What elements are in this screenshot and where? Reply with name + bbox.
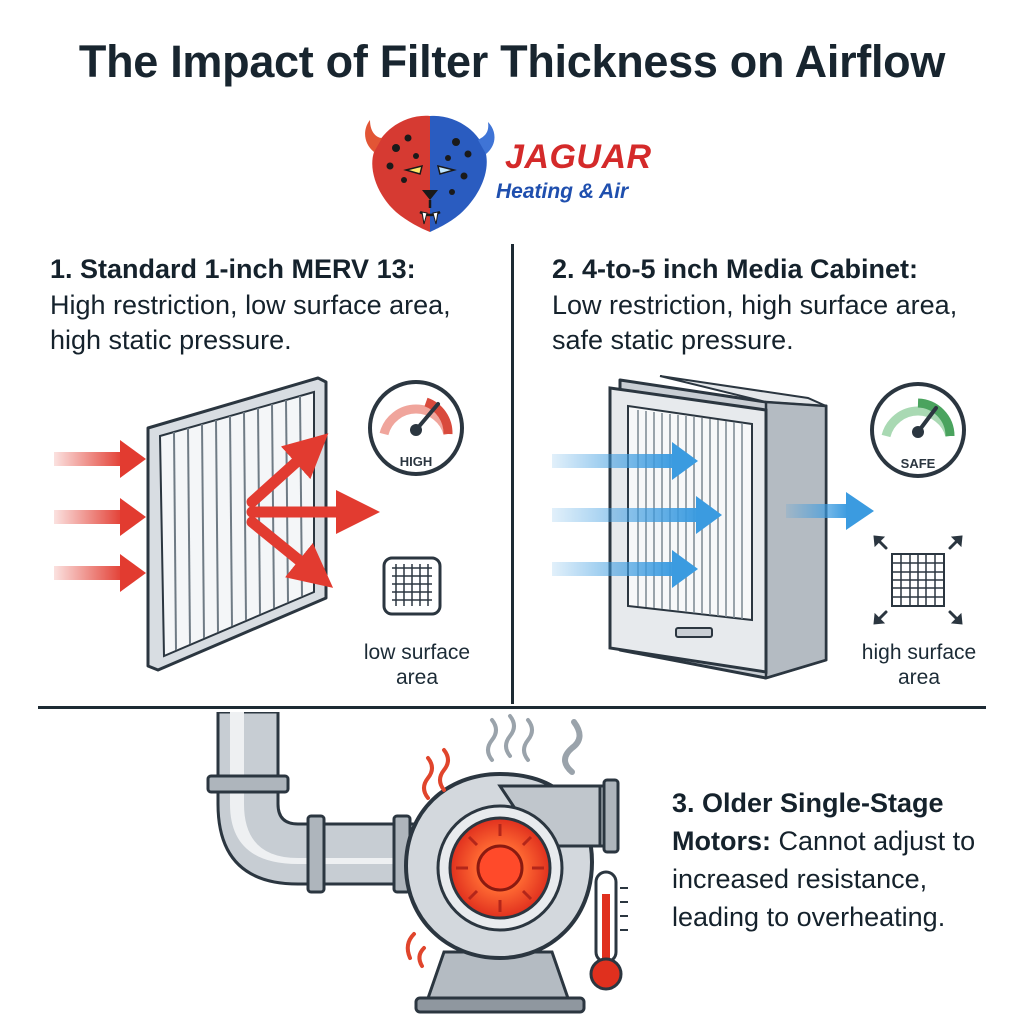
vertical-divider [511,244,514,704]
section3-text: 3. Older Single-Stage Motors: Cannot adj… [672,784,1012,936]
section1-description: High restriction, low surface area, high… [50,290,451,355]
heat-waves-icon [405,714,583,968]
smooth-air-arrows [552,442,722,588]
low-surface-label: low surface area [363,641,471,689]
duct-pipe-icon [206,712,620,894]
jaguar-head-icon [365,115,495,232]
logo-name: JAGUAR [505,138,652,176]
section2-description: Low restriction, high surface area, safe… [552,290,958,355]
expanded-grid-icon [873,535,963,625]
deflected-air-arrows [246,433,380,588]
incoming-air-arrows [54,440,146,592]
section1-heading: 1. Standard 1-inch MERV 13: [50,254,416,284]
page-title: The Impact of Filter Thickness on Airflo… [78,36,946,87]
safe-pressure-gauge-icon: SAFE [870,382,966,478]
high-surface-label: high surface area [861,641,977,689]
high-pressure-gauge-icon: HIGH [368,380,464,476]
thermometer-icon [589,870,628,991]
section3-illustration [206,712,628,1014]
section3-heading: 3. Older Single-Stage Motors: [672,788,944,856]
safe-gauge-label: SAFE [901,456,936,471]
section2-heading: 2. 4-to-5 inch Media Cabinet: [552,254,919,284]
logo-tagline: Heating & Air [496,180,629,203]
thin-filter-icon [146,376,328,672]
section3-description: Cannot adjust to increased resistance, l… [672,826,976,932]
jaguar-logo: JAGUAR Heating & Air [360,108,670,238]
horizontal-divider [38,706,986,709]
section1-illustration: HIGH [54,376,464,672]
outgoing-air-arrow [786,492,874,530]
high-gauge-label: HIGH [400,454,433,469]
overheating-motor-icon [403,771,602,1014]
small-grid-icon [382,556,442,616]
media-cabinet-icon [608,375,828,680]
section2-illustration: SAFE [552,375,966,680]
